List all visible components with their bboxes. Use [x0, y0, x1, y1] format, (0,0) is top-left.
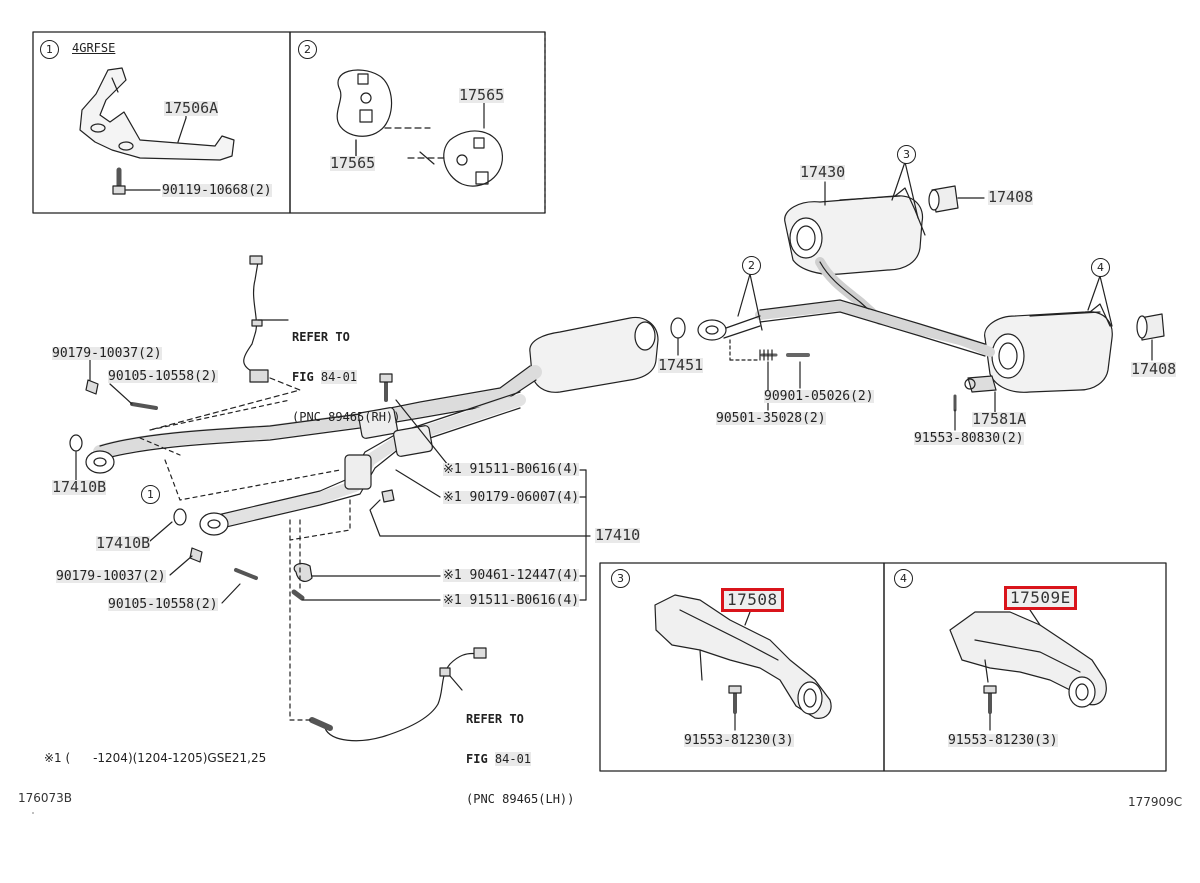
part-17565-left[interactable]: 17565: [330, 154, 376, 172]
refer-lh-title: REFER TO: [466, 712, 524, 726]
callout-3: 3: [897, 145, 916, 164]
spring-90501-35028[interactable]: 90501-35028(2): [716, 411, 826, 426]
illustration-code-right: 177909C: [1128, 795, 1183, 809]
inset-2-frame: [289, 31, 546, 214]
refer-rh-title: REFER TO: [292, 330, 350, 344]
sensor-bracket-drawing: [953, 375, 997, 412]
ref-91511-b0616-b[interactable]: ※1 91511-B0616(4): [443, 593, 580, 608]
bracket-17509e-drawing: [949, 609, 1107, 731]
part-17408-top[interactable]: 17408: [988, 188, 1034, 206]
guide-lines: [139, 399, 351, 721]
callout-inset-3: 3: [611, 569, 630, 588]
callout-2: 2: [742, 256, 761, 275]
part-17508-highlighted[interactable]: 17508: [721, 588, 784, 612]
inset-4-frame: [883, 562, 1167, 772]
bolt-91553-81230-inset3[interactable]: 91553-81230(3): [684, 733, 794, 748]
refer-rh-fig-link[interactable]: 84-01: [320, 370, 358, 384]
part-17410[interactable]: 17410: [595, 526, 641, 544]
rear-muffler-drawing: [697, 187, 1113, 393]
ref-91511-b0616-a[interactable]: ※1 91511-B0616(4): [443, 462, 580, 477]
refer-note-rh: REFER TO FIG 84-01 (PNC 89465(RH)): [292, 304, 400, 437]
engine-code: 4GRFSE: [72, 41, 116, 55]
bolt-90901-05026[interactable]: 90901-05026(2): [764, 389, 874, 404]
refer-rh-fig-prefix: FIG: [292, 370, 321, 384]
refer-note-lh: REFER TO FIG 84-01 (PNC 89465(LH)): [466, 686, 574, 819]
part-17408-bottom[interactable]: 17408: [1131, 360, 1177, 378]
nut-90179-10037-bottom[interactable]: 90179-10037(2): [56, 569, 166, 584]
refer-lh-fig-link[interactable]: 84-01: [494, 752, 532, 766]
part-17506a[interactable]: 17506A: [164, 99, 219, 117]
callout-inset-2: 2: [298, 40, 317, 59]
gasket-17451-drawing: [670, 317, 686, 339]
cover-17408-drawing: [928, 185, 1165, 341]
ref-90179-06007[interactable]: ※1 90179-06007(4): [443, 490, 580, 505]
part-17509e-highlighted[interactable]: 17509E: [1004, 586, 1077, 610]
callout-inset-4: 4: [894, 569, 913, 588]
refer-rh-pnc: (PNC 89465(RH)): [292, 410, 401, 424]
refer-lh-fig-prefix: FIG: [466, 752, 495, 766]
part-17410b-lower[interactable]: 17410B: [96, 534, 151, 552]
bracket-17506a-drawing: [79, 67, 235, 195]
callout-inset-1: 1: [40, 40, 59, 59]
bracket-17508-drawing: [654, 594, 832, 731]
ref-90461-12447[interactable]: ※1 90461-12447(4): [443, 568, 580, 583]
part-17430[interactable]: 17430: [800, 163, 846, 181]
bolt-91553-81230-inset4[interactable]: 91553-81230(3): [948, 733, 1058, 748]
part-17581a[interactable]: 17581A: [972, 410, 1027, 428]
front-pipe-drawing: [69, 255, 659, 742]
part-17565-right[interactable]: 17565: [459, 86, 505, 104]
footnote: ※1 ( -1204)(1204-1205)GSE21,25: [44, 751, 267, 765]
bolt-90105-10558-bottom[interactable]: 90105-10558(2): [108, 597, 218, 612]
bolt-90119-10668[interactable]: 90119-10668(2): [162, 183, 272, 198]
bolt-91553-80830[interactable]: 91553-80830(2): [914, 431, 1024, 446]
refer-lh-pnc: (PNC 89465(LH)): [466, 792, 575, 806]
bolt-90105-10558-top[interactable]: 90105-10558(2): [108, 369, 218, 384]
illustration-code-left: 176073B: [18, 791, 73, 805]
part-17410b-upper[interactable]: 17410B: [52, 478, 107, 496]
nut-90179-10037-top[interactable]: 90179-10037(2): [52, 346, 162, 361]
leader-lines: [75, 109, 1153, 691]
callout-1: 1: [141, 485, 160, 504]
callout-4: 4: [1091, 258, 1110, 277]
part-17451[interactable]: 17451: [658, 356, 704, 374]
